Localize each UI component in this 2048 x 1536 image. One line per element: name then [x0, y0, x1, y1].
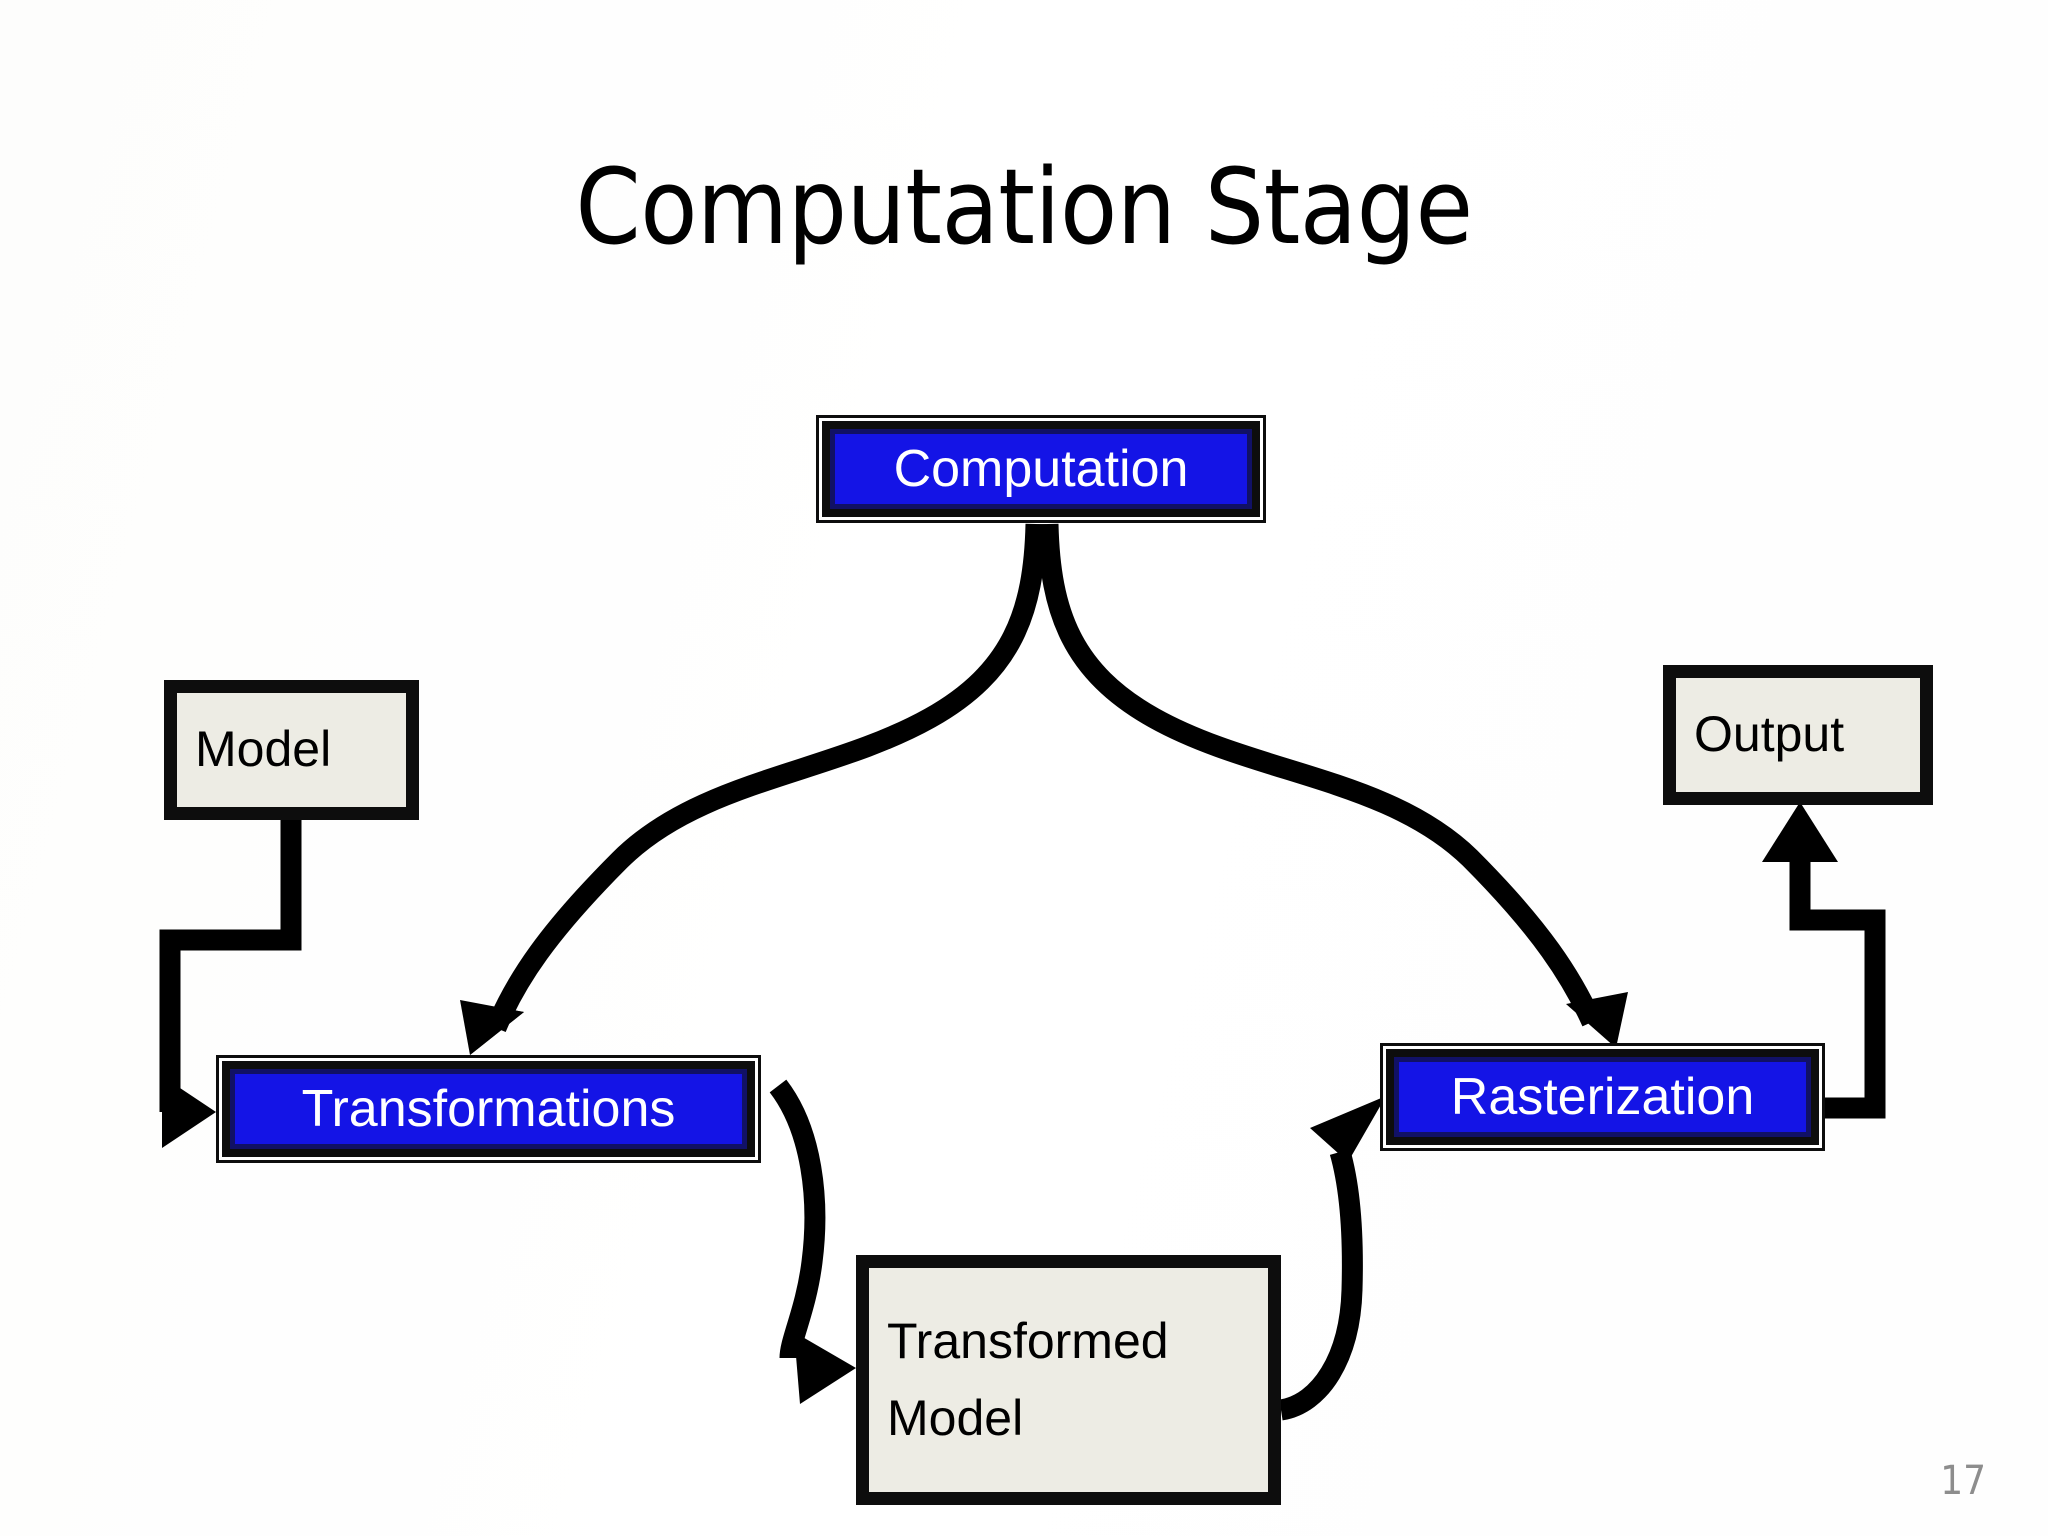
edge-computation-to-rasterization — [1037, 523, 1628, 1048]
node-transformed-model-label-line2: Model — [887, 1390, 1024, 1446]
node-computation-label: Computation — [893, 440, 1189, 498]
node-output[interactable]: Output — [1663, 665, 1933, 805]
node-transformations[interactable]: Transformations — [216, 1055, 761, 1163]
node-rasterization-frame: Rasterization — [1386, 1049, 1819, 1145]
edge-computation-to-transformations — [460, 523, 1047, 1055]
node-computation-fill: Computation — [830, 429, 1252, 509]
node-transformed-model-label-line1: Transformed — [887, 1312, 1169, 1369]
edge-transformed-model-to-rasterization — [1278, 1096, 1386, 1421]
node-model[interactable]: Model — [164, 680, 419, 820]
node-transformations-fill: Transformations — [230, 1069, 747, 1149]
node-computation[interactable]: Computation — [816, 415, 1266, 523]
node-rasterization-fill: Rasterization — [1394, 1057, 1811, 1137]
page-number: 17 — [1940, 1458, 1986, 1504]
node-transformations-frame: Transformations — [222, 1061, 755, 1157]
node-transformed-model[interactable]: Transformed Model — [856, 1255, 1281, 1505]
node-model-label: Model — [195, 721, 332, 778]
page-title: Computation Stage — [575, 146, 1473, 268]
node-rasterization[interactable]: Rasterization — [1380, 1043, 1825, 1151]
node-transformations-label: Transformations — [301, 1080, 676, 1138]
node-rasterization-label: Rasterization — [1450, 1068, 1755, 1126]
edge-transformations-to-transformed-model — [769, 1079, 856, 1404]
node-output-label: Output — [1694, 706, 1845, 763]
node-computation-frame: Computation — [822, 421, 1260, 517]
